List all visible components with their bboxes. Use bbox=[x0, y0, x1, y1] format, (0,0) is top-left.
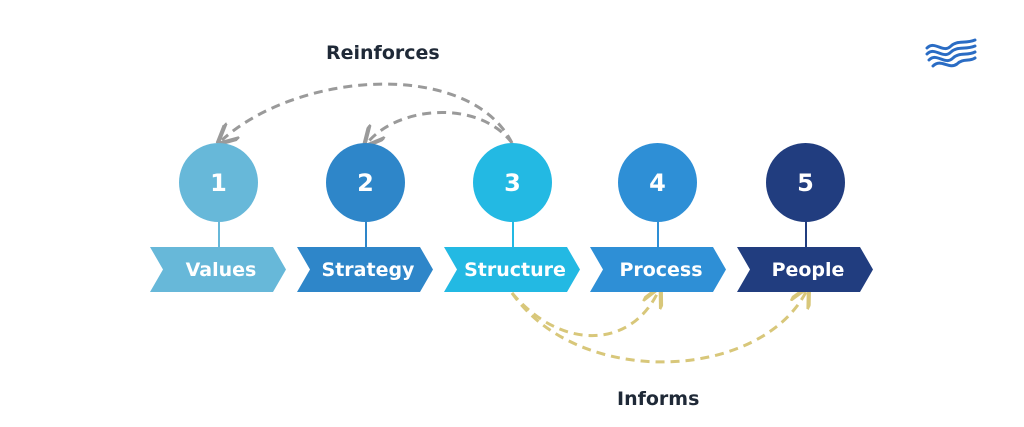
step-5-stem bbox=[805, 221, 807, 248]
reinforces-label: Reinforces bbox=[326, 42, 440, 64]
step-5-chevron: People bbox=[737, 247, 873, 292]
step-4-chevron: Process bbox=[590, 247, 726, 292]
step-4-circle: 4 bbox=[618, 143, 697, 222]
step-1-number: 1 bbox=[210, 168, 227, 197]
step-2-chevron: Strategy bbox=[297, 247, 433, 292]
step-3-stem bbox=[512, 221, 514, 248]
step-4-number: 4 bbox=[649, 168, 666, 197]
informs-label: Informs bbox=[617, 388, 700, 410]
informs-arrow-to-process bbox=[510, 292, 658, 337]
wave-logo-icon bbox=[925, 38, 977, 68]
step-5-label: People bbox=[771, 258, 845, 281]
step-3-circle: 3 bbox=[473, 143, 552, 222]
step-2-number: 2 bbox=[357, 168, 374, 197]
step-1-circle: 1 bbox=[179, 143, 258, 222]
reinforces-arrow-to-values bbox=[222, 82, 514, 143]
step-1-chevron: Values bbox=[150, 247, 286, 292]
step-2-stem bbox=[365, 221, 367, 248]
step-4-stem bbox=[657, 221, 659, 248]
step-2-label: Strategy bbox=[321, 258, 415, 281]
step-4-label: Process bbox=[619, 258, 703, 281]
step-3-label: Structure bbox=[464, 258, 566, 281]
step-1-label: Values bbox=[185, 258, 257, 281]
informs-arrow-to-people bbox=[510, 292, 806, 364]
step-3-chevron: Structure bbox=[444, 247, 580, 292]
step-1-stem bbox=[218, 221, 220, 248]
step-3-number: 3 bbox=[504, 168, 521, 197]
step-5-circle: 5 bbox=[766, 143, 845, 222]
reinforces-arrow-to-strategy bbox=[368, 111, 514, 143]
step-5-number: 5 bbox=[797, 168, 814, 197]
step-2-circle: 2 bbox=[326, 143, 405, 222]
